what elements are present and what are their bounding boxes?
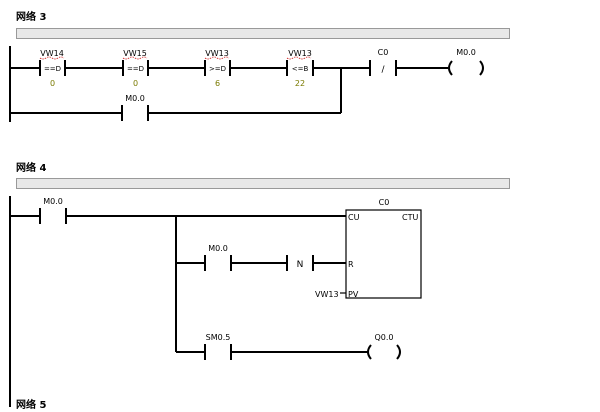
cu-pin-label: CU [348,213,360,222]
network-3-title[interactable]: 网络 3 [16,12,47,23]
coil-q0-0[interactable]: Q0.0 [367,333,401,360]
compare-value-label: 0 [50,79,55,88]
operand-label: VW14 [40,49,64,58]
operand-label: VW13 [205,49,229,58]
network-5-title[interactable]: 网络 5 [16,400,47,411]
pv-operand-label[interactable]: VW13 [315,290,339,299]
compare-value-label: 0 [133,79,138,88]
compare-contact-vw13-le[interactable]: VW13 <=B 22 [286,49,314,88]
contact-m0-0-input[interactable]: M0.0 [39,197,67,224]
coil-label: M0.0 [456,48,476,57]
contact-label: M0.0 [125,94,145,103]
operand-label: VW15 [123,49,147,58]
coil-label: Q0.0 [374,333,393,342]
compare-value-label: 6 [215,79,220,88]
contact-label: M0.0 [208,244,228,253]
n-symbol: N [297,260,304,270]
r-pin-label: R [348,260,354,269]
compare-op-label: ==D [127,65,144,73]
network-4-title[interactable]: 网络 4 [16,163,47,174]
operand-label: VW13 [288,49,312,58]
compare-contact-vw13-ge[interactable]: VW13 >=D 6 [204,49,231,88]
counter-name: C0 [379,198,390,207]
contact-label: M0.0 [43,197,63,206]
counter-ctu-block[interactable]: C0 CU CTU R PV [345,198,422,299]
negative-transition-contact[interactable]: N [286,255,314,271]
contact-label: SM0.5 [206,333,231,342]
network-3-comment-bar[interactable] [16,28,510,39]
compare-value-label: 22 [295,79,305,88]
pv-pin-label: PV [348,290,359,299]
compare-op-label: >=D [209,65,226,73]
parallel-contact-m0-0[interactable]: M0.0 [121,94,149,121]
contact-sm0-5[interactable]: SM0.5 [204,333,232,360]
compare-op-label: <=B [292,65,309,73]
compare-contact-vw15[interactable]: VW15 ==D 0 [122,49,149,88]
contact-label: C0 [378,48,389,57]
counter-type: CTU [402,213,418,222]
nc-slash-symbol: / [381,65,385,75]
contact-m0-0-reset[interactable]: M0.0 [204,244,232,271]
nc-contact-c0[interactable]: C0 / [369,48,397,76]
compare-contact-vw14[interactable]: VW14 ==D 0 [39,49,66,88]
coil-m0-0[interactable]: M0.0 [448,48,484,76]
compare-op-label: ==D [44,65,61,73]
network-4-comment-bar[interactable] [16,178,510,189]
